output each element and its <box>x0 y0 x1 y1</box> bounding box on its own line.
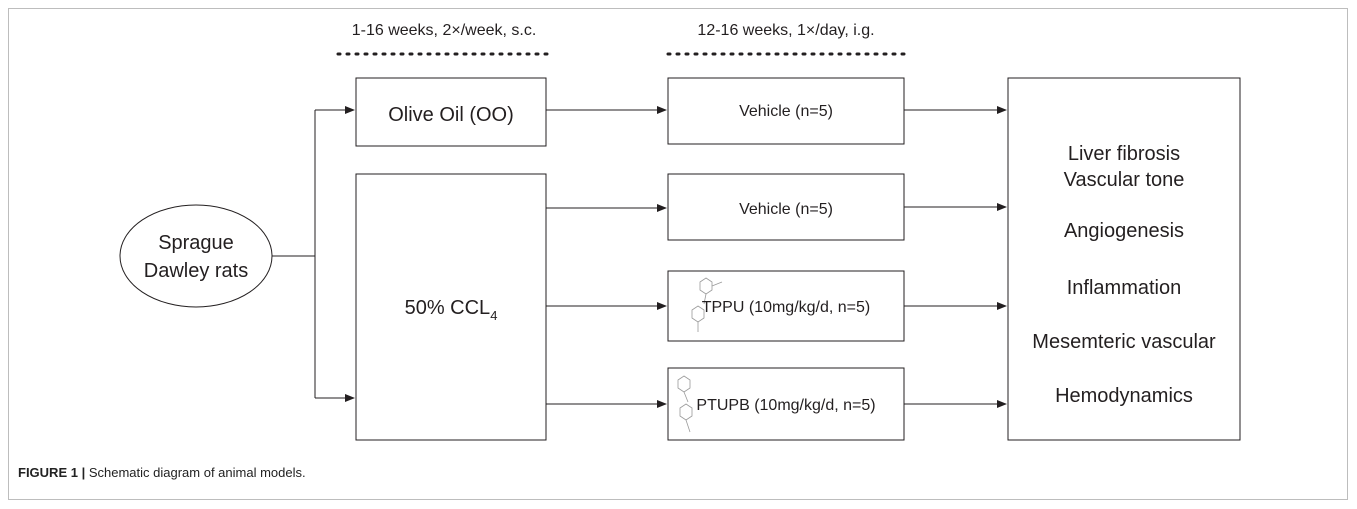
ccl4-model-prefix: 50% CCL <box>405 297 491 319</box>
outcome-vascular-tone: Vascular tone <box>1064 169 1185 191</box>
treatment-label-ccl4-vehicle: Vehicle (n=5) <box>739 201 833 218</box>
outcome-hemodynamics: Hemodynamics <box>1055 385 1193 407</box>
outcome-mesenteric-vascular: Mesemteric vascular <box>1032 331 1216 353</box>
figure-caption-text: Schematic diagram of animal models. <box>88 465 306 480</box>
olive-oil-group-box <box>355 77 547 147</box>
ptupb-structure-icon <box>677 375 693 433</box>
figure-caption-label: FIGURE 1 | <box>18 465 86 480</box>
treatment-label-oo-vehicle: Vehicle (n=5) <box>739 103 833 120</box>
ccl4-model-label: 50% CCL4 <box>405 297 498 323</box>
treatment-label-ptupb: PTUPB (10mg/kg/d, n=5) <box>696 397 875 414</box>
outcome-liver-fibrosis: Liver fibrosis <box>1068 143 1180 165</box>
source-label-line2: Dawley rats <box>144 260 248 282</box>
source-label-line1: Sprague <box>158 232 234 254</box>
treatment-to-outcome-arrows <box>904 106 1007 408</box>
outcomes-box <box>1007 77 1241 441</box>
source-branch-connector <box>272 106 355 402</box>
outcome-angiogenesis: Angiogenesis <box>1064 220 1184 242</box>
tppu-structure-icon <box>691 277 723 332</box>
phase2-timing-label: 12-16 weeks, 1×/day, i.g. <box>697 22 874 39</box>
ccl4-model-subscript: 4 <box>490 308 497 323</box>
treatment-box-tppu <box>667 270 905 342</box>
treatment-label-tppu: TPPU (10mg/kg/d, n=5) <box>702 299 871 316</box>
figure-frame <box>8 8 1348 500</box>
phase1-timing-label: 1-16 weeks, 2×/week, s.c. <box>352 22 537 39</box>
figure-caption: FIGURE 1 | Schematic diagram of animal m… <box>18 465 306 480</box>
induction-to-treatment-arrows <box>546 106 667 408</box>
ccl4-model-group-box <box>355 173 547 441</box>
treatment-box-oo-vehicle <box>667 77 905 145</box>
treatment-box-ccl4-vehicle <box>667 173 905 241</box>
outcome-inflammation: Inflammation <box>1067 277 1182 299</box>
olive-oil-label: Olive Oil (OO) <box>388 104 514 126</box>
sprague-dawley-rats-node <box>119 204 273 308</box>
treatment-box-ptupb <box>667 367 905 441</box>
